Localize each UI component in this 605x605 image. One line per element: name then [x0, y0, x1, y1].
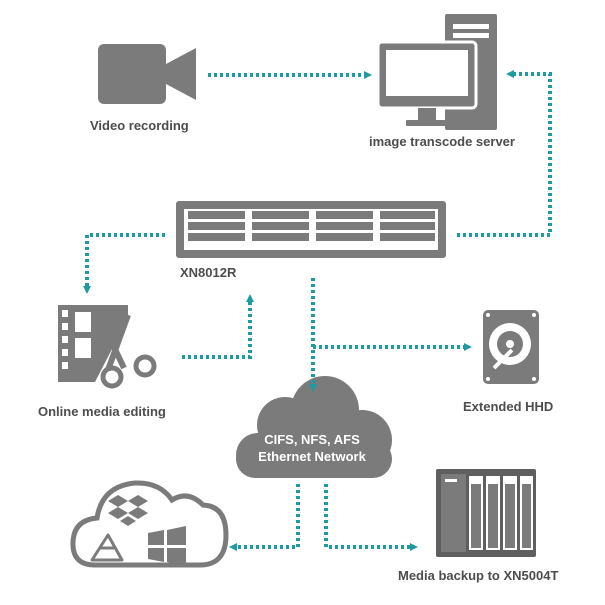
google-drive-icon	[90, 533, 124, 562]
media-editing-label: Online media editing	[38, 404, 166, 419]
connector-nas-to-editing	[83, 233, 165, 294]
video-recording-label: Video recording	[90, 118, 189, 133]
network-protocols-label: CIFS, NFS, AFS	[264, 432, 360, 447]
extended-hdd-label: Extended HHD	[463, 399, 554, 414]
video-camera-icon	[98, 44, 196, 104]
connector-network-to-backup	[324, 484, 418, 551]
backup-label: Media backup to XN5004T	[398, 568, 559, 583]
transcode-server-label: image transcode server	[369, 134, 515, 149]
cloud-services-icon	[70, 480, 229, 568]
dropbox-icon	[108, 495, 148, 526]
desktop-computer-icon	[376, 14, 497, 130]
cloud-icon	[236, 376, 392, 478]
network-type-label: Ethernet Network	[258, 449, 366, 464]
nas-label: XN8012R	[180, 265, 237, 280]
rack-nas-icon	[176, 201, 446, 258]
connector-network-to-cloud	[229, 484, 300, 551]
connector-editing-to-nas	[182, 294, 254, 359]
film-scissors-icon	[58, 305, 157, 389]
tower-nas-icon	[436, 469, 536, 557]
connectors	[83, 70, 552, 551]
hard-disk-icon	[483, 310, 539, 384]
windows-icon	[148, 526, 186, 566]
